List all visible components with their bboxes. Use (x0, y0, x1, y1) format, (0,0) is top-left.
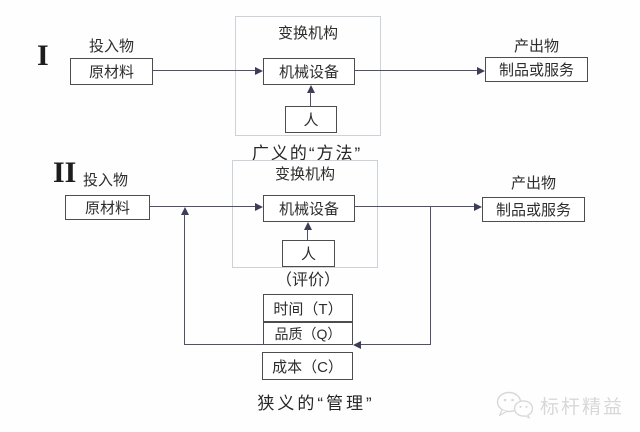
row2-container-title: 变换机构 (274, 166, 335, 183)
feedback-right-arrowhead-icon (353, 341, 361, 349)
row1-input-label: 投入物 (88, 38, 134, 55)
row2-input-arrowhead-icon (255, 203, 263, 211)
row2-caption: 狭义的“管理” (257, 394, 375, 413)
row1-input-arrow-line (153, 70, 255, 71)
row2-output-box: 制品或服务 (482, 197, 585, 222)
row2-output-arrow-line (355, 206, 474, 207)
row2-person-arrow-line (307, 229, 308, 240)
feedback-right-hline (360, 344, 430, 345)
row2-person-arrowhead-icon (304, 222, 312, 230)
eval-box-quality: 品质（Q） (263, 322, 353, 345)
row2-person-box: 人 (282, 240, 335, 267)
feedback-left-hline (184, 344, 263, 345)
row1-transform-container (235, 16, 381, 136)
row1-person-arrow-line (310, 92, 311, 106)
row1-person-box: 人 (285, 106, 337, 133)
row1-input-box: 原材料 (70, 58, 153, 85)
eval-box-time: 时间（T） (263, 294, 353, 322)
row1-output-arrow-line (355, 70, 477, 71)
wechat-logo-icon (496, 391, 534, 419)
row2-numeral: II (53, 156, 77, 189)
row1-input-arrowhead-icon (255, 67, 263, 75)
row1-output-label: 产出物 (513, 38, 559, 55)
row2-output-label: 产出物 (510, 175, 556, 192)
row1-person-arrowhead-icon (307, 85, 315, 93)
row2-machine-box: 机械设备 (263, 195, 355, 222)
row2-input-label: 投入物 (82, 172, 128, 189)
row1-output-arrowhead-icon (477, 67, 485, 75)
row2-input-arrow-line (150, 206, 255, 207)
row1-container-title: 变换机构 (277, 25, 338, 42)
row2-transform-container (232, 160, 378, 268)
watermark-text: 标杆精益 (540, 396, 625, 418)
feedback-right-vline (430, 207, 431, 345)
feedback-left-arrowhead-icon (181, 207, 189, 215)
row1-output-box: 制品或服务 (485, 57, 588, 82)
row1-numeral: I (37, 39, 49, 72)
watermark: 标杆精益 (496, 391, 624, 419)
row2-output-arrowhead-icon (474, 203, 482, 211)
row1-caption: 广义的“方法” (251, 144, 363, 163)
feedback-left-vline (184, 214, 185, 345)
row2-input-box: 原材料 (65, 195, 150, 220)
eval-box-cost: 成本（C） (262, 352, 353, 380)
row1-machine-box: 机械设备 (263, 58, 355, 85)
evaluation-label: （评价） (275, 272, 340, 289)
